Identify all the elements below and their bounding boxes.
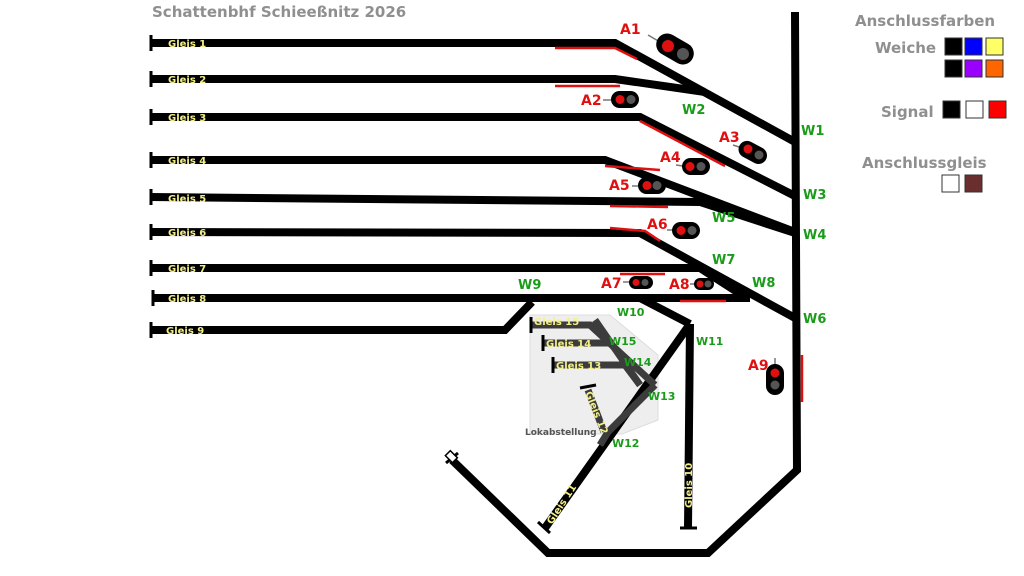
track-gleis-12[interactable] <box>584 388 608 434</box>
switch-w3[interactable]: W3 <box>803 188 826 203</box>
label-gleis-7: Gleis 7 <box>168 264 206 275</box>
signal-a6[interactable]: A6 <box>647 217 700 239</box>
weiche-swatch-1 <box>944 37 963 56</box>
signal-a9-label: A9 <box>748 358 769 374</box>
signal-a8[interactable]: A8 <box>669 277 714 293</box>
diagram-title: Schattenbhf Schieeßnitz 2026 <box>152 3 406 21</box>
track-depot-diagonal[interactable] <box>592 318 643 387</box>
lokabstellung-label: Lokabstellung <box>525 428 597 438</box>
signal-a1-label: A1 <box>620 22 641 38</box>
signal-a9[interactable]: A9 <box>748 358 784 395</box>
signal-a3[interactable]: A3 <box>719 130 770 167</box>
label-gleis-3: Gleis 3 <box>168 113 206 124</box>
anschlussgleis-swatch-1 <box>941 174 960 193</box>
switch-w8[interactable]: W8 <box>752 276 775 291</box>
switch-w4[interactable]: W4 <box>803 228 826 243</box>
legend: Anschlussfarben Weiche Signal Anschlussg… <box>855 12 1007 193</box>
legend-signal-swatches <box>942 100 1007 119</box>
main-tracks <box>149 11 802 557</box>
legend-weiche: Weiche <box>875 39 936 57</box>
signal-swatch-2 <box>965 100 984 119</box>
weiche-swatch-4 <box>944 59 963 78</box>
signal-a7[interactable]: A7 <box>601 276 653 292</box>
buffer-stop-loop-end <box>444 449 459 464</box>
track-gleis-10[interactable] <box>684 323 694 529</box>
signal-a5-label: A5 <box>609 178 630 194</box>
legend-weiche-swatches <box>944 37 1004 78</box>
signal-a4-label: A4 <box>660 150 681 166</box>
track-gleis-7[interactable] <box>150 264 748 301</box>
switch-labels: W1 W2 W3 W4 W5 W6 W7 W8 W9 W10 W11 W12 W… <box>518 103 826 450</box>
signal-a8-label: A8 <box>669 277 690 293</box>
legend-anschlussgleis: Anschlussgleis <box>862 154 987 172</box>
switch-w6[interactable]: W6 <box>803 312 826 327</box>
signal-a5[interactable]: A5 <box>609 177 666 194</box>
track-gleis-9[interactable] <box>150 299 535 334</box>
depot-tracks <box>530 318 658 447</box>
signal-a1[interactable]: A1 <box>620 22 698 69</box>
track-gleis-4[interactable] <box>150 156 797 236</box>
buffer-stops <box>149 35 697 535</box>
track-main-loop[interactable] <box>449 11 802 557</box>
switch-w1[interactable]: W1 <box>801 124 824 139</box>
track-gleis-15[interactable] <box>530 321 658 388</box>
label-gleis-5: Gleis 5 <box>168 194 206 205</box>
signal-a3-label: A3 <box>719 130 740 146</box>
track-gleis-2[interactable] <box>150 75 706 96</box>
anschlussgleis-swatch-2 <box>964 174 983 193</box>
switch-w9[interactable]: W9 <box>518 278 541 293</box>
signal-swatch-3 <box>988 100 1007 119</box>
label-gleis-8: Gleis 8 <box>168 294 206 305</box>
label-gleis-15: Gleis 15 <box>534 317 579 328</box>
legend-signal: Signal <box>881 103 934 121</box>
switch-w10[interactable]: W10 <box>617 306 645 319</box>
switch-w7[interactable]: W7 <box>712 253 735 268</box>
label-gleis-14: Gleis 14 <box>546 339 591 350</box>
label-gleis-6: Gleis 6 <box>168 228 206 239</box>
signal-swatch-1 <box>942 100 961 119</box>
track-depot-lead[interactable] <box>597 382 658 447</box>
signal-a6-label: A6 <box>647 217 668 233</box>
legend-header: Anschlussfarben <box>855 12 995 30</box>
label-gleis-1: Gleis 1 <box>168 39 206 50</box>
switch-w15[interactable]: W15 <box>609 335 636 348</box>
switch-w12[interactable]: W12 <box>612 437 639 450</box>
switch-w13[interactable]: W13 <box>648 390 675 403</box>
track-gleis-5[interactable] <box>149 193 797 237</box>
label-gleis-11: Gleis 11 <box>545 483 579 527</box>
switch-w2[interactable]: W2 <box>682 103 705 118</box>
weiche-swatch-6 <box>985 59 1004 78</box>
track-gleis-3[interactable] <box>150 113 797 200</box>
occupancy-marks <box>555 46 804 402</box>
weiche-swatch-5 <box>964 59 983 78</box>
weiche-swatch-3 <box>985 37 1004 56</box>
weiche-swatch-2 <box>964 37 983 56</box>
label-gleis-2: Gleis 2 <box>168 75 206 86</box>
signal-a2-label: A2 <box>581 93 602 109</box>
track-gleis-1[interactable] <box>150 39 797 146</box>
track-gleis-6[interactable] <box>149 228 797 322</box>
label-gleis-4: Gleis 4 <box>168 156 206 167</box>
signal-a4[interactable]: A4 <box>660 150 710 175</box>
signal-a2[interactable]: A2 <box>581 91 639 109</box>
legend-anschlussgleis-swatches <box>941 174 983 193</box>
switch-w11[interactable]: W11 <box>696 335 723 348</box>
depot-buffer-stops <box>529 317 597 390</box>
label-gleis-13: Gleis 13 <box>556 361 601 372</box>
switch-w14[interactable]: W14 <box>624 356 652 369</box>
signal-a7-label: A7 <box>601 276 622 292</box>
signals: A1 A2 A3 A4 A5 <box>581 22 784 395</box>
track-w10-branch[interactable] <box>638 294 692 328</box>
switch-w5[interactable]: W5 <box>712 211 735 226</box>
label-gleis-9: Gleis 9 <box>166 326 204 337</box>
label-gleis-10: Gleis 10 <box>684 463 695 508</box>
